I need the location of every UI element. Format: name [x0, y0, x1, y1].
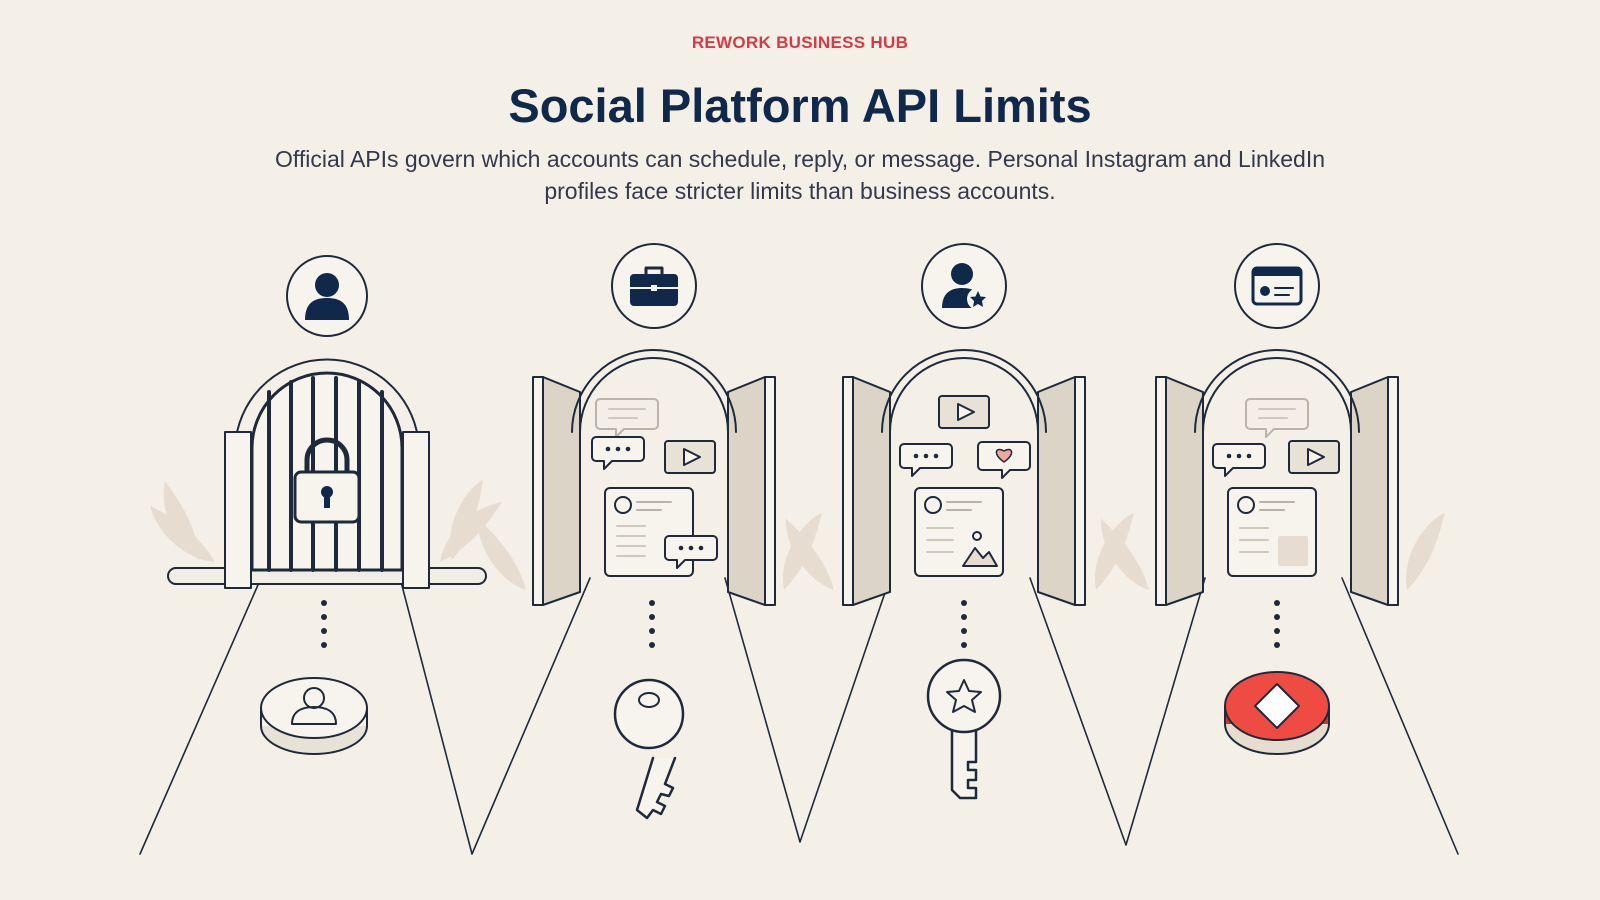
brand-label: REWORK BUSINESS HUB	[691, 33, 909, 52]
creator-star-icon	[921, 243, 1007, 329]
red-diamond-token-icon	[1224, 671, 1330, 755]
chat-video-post-icons	[1212, 398, 1340, 577]
video-chat-heart-post-icons	[899, 395, 1031, 577]
star-key-icon	[926, 658, 1002, 800]
gate-personal-locked	[141, 255, 510, 755]
page-title: Social Platform API Limits	[508, 79, 1092, 132]
gate-creator-open	[776, 243, 1144, 800]
briefcase-icon	[611, 243, 697, 329]
gate-business-open	[468, 243, 832, 820]
id-card-icon	[1234, 243, 1320, 329]
chat-video-post-icons	[591, 398, 718, 577]
gate-profile-open	[1091, 243, 1455, 755]
user-token-icon	[260, 677, 368, 755]
key-icon	[613, 678, 685, 820]
perspective-lines	[139, 577, 1459, 855]
padlock-icon	[293, 437, 361, 524]
person-icon	[286, 255, 368, 337]
page-subtitle: Official APIs govern which accounts can …	[274, 146, 1326, 204]
